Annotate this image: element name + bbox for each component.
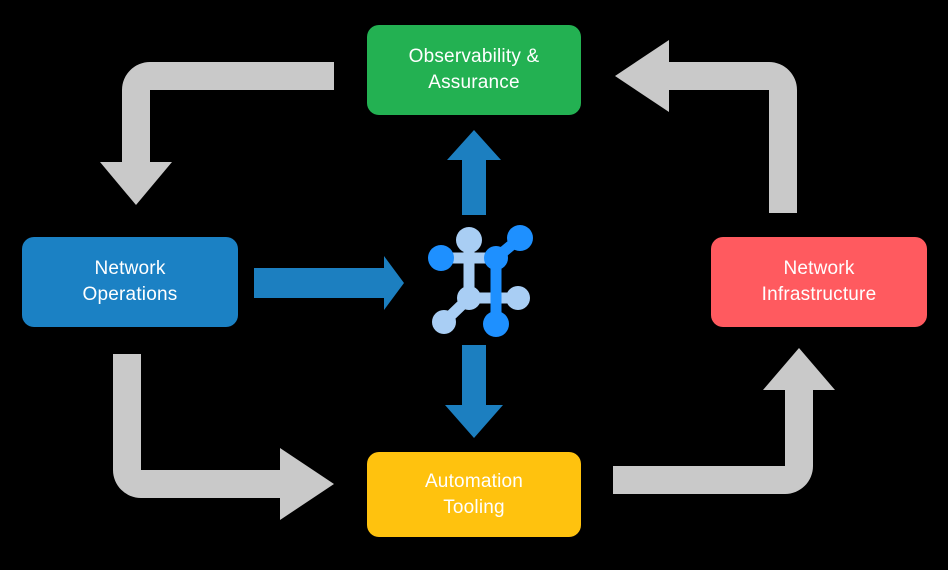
- arrow-operations-to-automation: [113, 354, 334, 520]
- topology-nodes: [428, 225, 533, 337]
- node-automation-tooling[interactable]: Automation Tooling: [367, 452, 581, 537]
- arrow-infrastructure-to-observability: [615, 40, 797, 213]
- node-observability-assurance[interactable]: Observability & Assurance: [367, 25, 581, 115]
- arrow-observability-to-operations: [100, 62, 334, 205]
- arrow-automation-to-infrastructure: [613, 348, 835, 494]
- node-network-operations[interactable]: Network Operations: [22, 237, 238, 327]
- arrow-center-to-automation: [445, 345, 503, 438]
- arrow-operations-to-center: [254, 256, 404, 310]
- network-topology-icon: [428, 225, 533, 337]
- arrow-center-to-observability: [447, 130, 501, 215]
- node-network-infrastructure[interactable]: Network Infrastructure: [711, 237, 927, 327]
